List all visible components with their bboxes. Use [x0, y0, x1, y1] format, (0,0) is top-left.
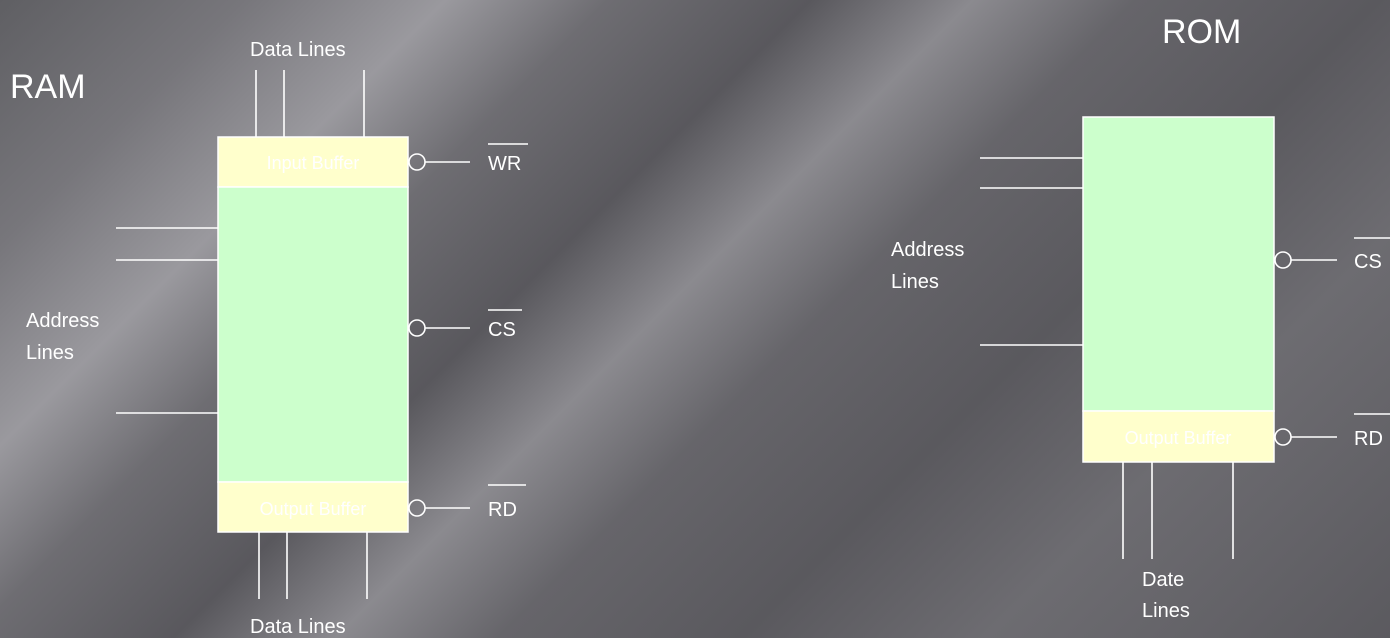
ram-rd-bubble: [408, 499, 426, 517]
ram-rd-label: RD: [488, 499, 517, 521]
rom-output-buffer-label: Output Buffer: [1125, 428, 1232, 448]
rom-address-label-2: Lines: [891, 271, 939, 293]
ram-title: RAM: [10, 68, 86, 106]
rom-title: ROM: [1162, 13, 1241, 51]
ram-data-lines-top-label: Data Lines: [250, 39, 346, 61]
ram-cs-bubble: [408, 319, 426, 337]
ram-wr-label: WR: [488, 153, 521, 175]
ram-block: RAM Data Lines Input Buffer Output Buffe…: [10, 39, 528, 638]
rom-date-label-2: Lines: [1142, 600, 1190, 622]
ram-address-label-2: Lines: [26, 342, 74, 364]
rom-block: ROM Output Buffer Address Lines CS RD Da…: [891, 13, 1390, 622]
rom-cs-label: CS: [1354, 251, 1382, 273]
ram-memory-array: [217, 186, 409, 483]
ram-data-lines-bottom-label: Data Lines: [250, 616, 346, 638]
rom-output-buffer: [1082, 410, 1275, 463]
ram-input-buffer-label: Input Buffer: [267, 153, 360, 173]
ram-output-buffer: [217, 481, 409, 533]
ram-input-buffer: [217, 136, 409, 188]
rom-rd-bubble: [1274, 428, 1292, 446]
ram-cs-label: CS: [488, 319, 516, 341]
rom-address-label-1: Address: [891, 239, 964, 261]
ram-address-label-1: Address: [26, 310, 99, 332]
rom-rd-label: RD: [1354, 428, 1383, 450]
rom-memory-array: [1082, 116, 1275, 412]
rom-cs-bubble: [1274, 251, 1292, 269]
ram-output-buffer-label: Output Buffer: [260, 499, 367, 519]
rom-date-label-1: Date: [1142, 569, 1184, 591]
ram-wr-bubble: [408, 153, 426, 171]
